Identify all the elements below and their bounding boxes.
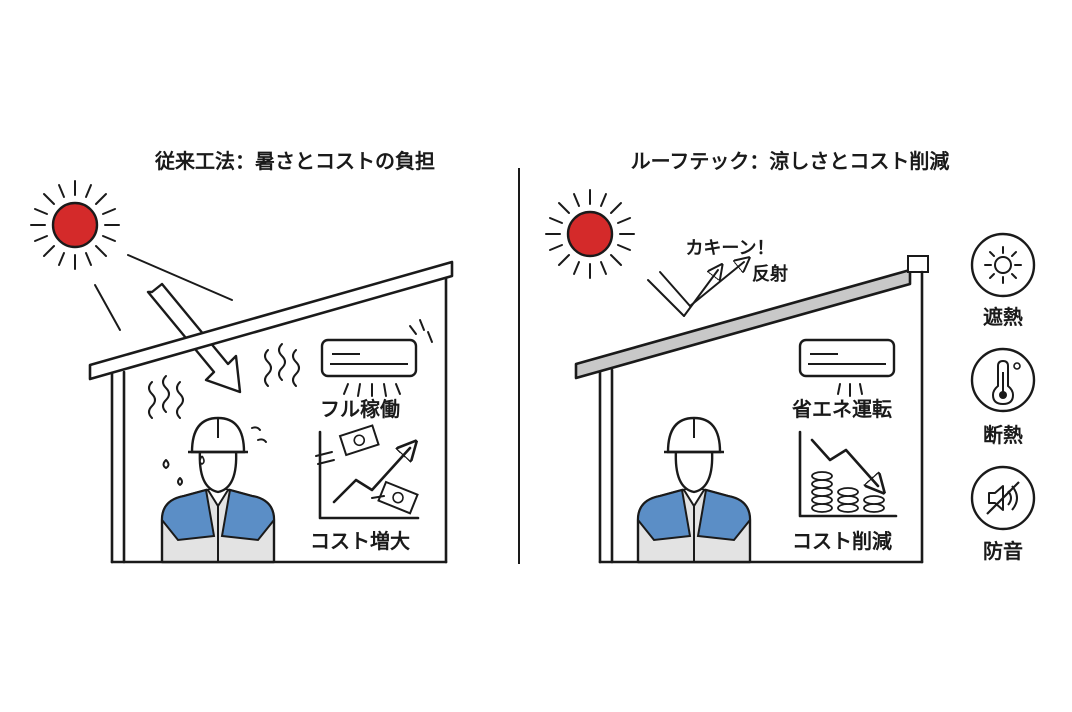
reflection-rays bbox=[647, 262, 744, 317]
left-cost-label: コスト増大 bbox=[310, 529, 410, 553]
reflect-exclamation: カキーン！ bbox=[685, 238, 774, 259]
right-panel: ルーフテック：涼しさとコスト削減 bbox=[545, 149, 950, 564]
air-conditioner-icon bbox=[798, 338, 896, 397]
heat-rays bbox=[94, 254, 233, 331]
sun-icon bbox=[30, 180, 120, 270]
mute-icon bbox=[986, 481, 1020, 515]
feature-label-heat-shield: 遮熱 bbox=[983, 305, 1023, 329]
feature-list: 遮熱 断熱 防音 bbox=[970, 232, 1036, 563]
right-cost-label: コスト削減 bbox=[792, 529, 892, 553]
conventional-roof bbox=[88, 260, 454, 381]
thermometer-icon bbox=[991, 359, 1021, 406]
banknote-icon bbox=[338, 424, 380, 457]
worker-comfortable bbox=[636, 416, 752, 564]
coin-stack-icon bbox=[811, 471, 885, 513]
right-ac-label: 省エネ運転 bbox=[791, 397, 892, 421]
banknote-icon bbox=[377, 480, 419, 515]
left-ac-label: フル稼働 bbox=[320, 397, 400, 421]
heat-wave-lines bbox=[148, 343, 300, 419]
cost-reduction-chart bbox=[798, 430, 898, 518]
worker-sweating bbox=[160, 416, 276, 564]
roof-tech-roof bbox=[574, 255, 929, 380]
air-conditioner-icon bbox=[320, 319, 433, 397]
feature-soundproof: 防音 bbox=[970, 465, 1036, 563]
feature-heat-shield: 遮熱 bbox=[970, 232, 1036, 329]
sun-icon bbox=[545, 189, 635, 279]
feature-label-insulation: 断熱 bbox=[983, 423, 1023, 447]
sun-icon bbox=[984, 246, 1022, 284]
left-panel: 従来工法：暑さとコストの負担 bbox=[30, 149, 454, 564]
feature-insulation: 断熱 bbox=[970, 347, 1036, 447]
reflect-label: 反射 bbox=[752, 263, 788, 285]
right-panel-title: ルーフテック：涼しさとコスト削減 bbox=[631, 149, 950, 173]
feature-label-soundproof: 防音 bbox=[983, 539, 1023, 563]
left-panel-title: 従来工法：暑さとコストの負担 bbox=[154, 149, 435, 173]
cost-increase-chart bbox=[315, 424, 420, 520]
